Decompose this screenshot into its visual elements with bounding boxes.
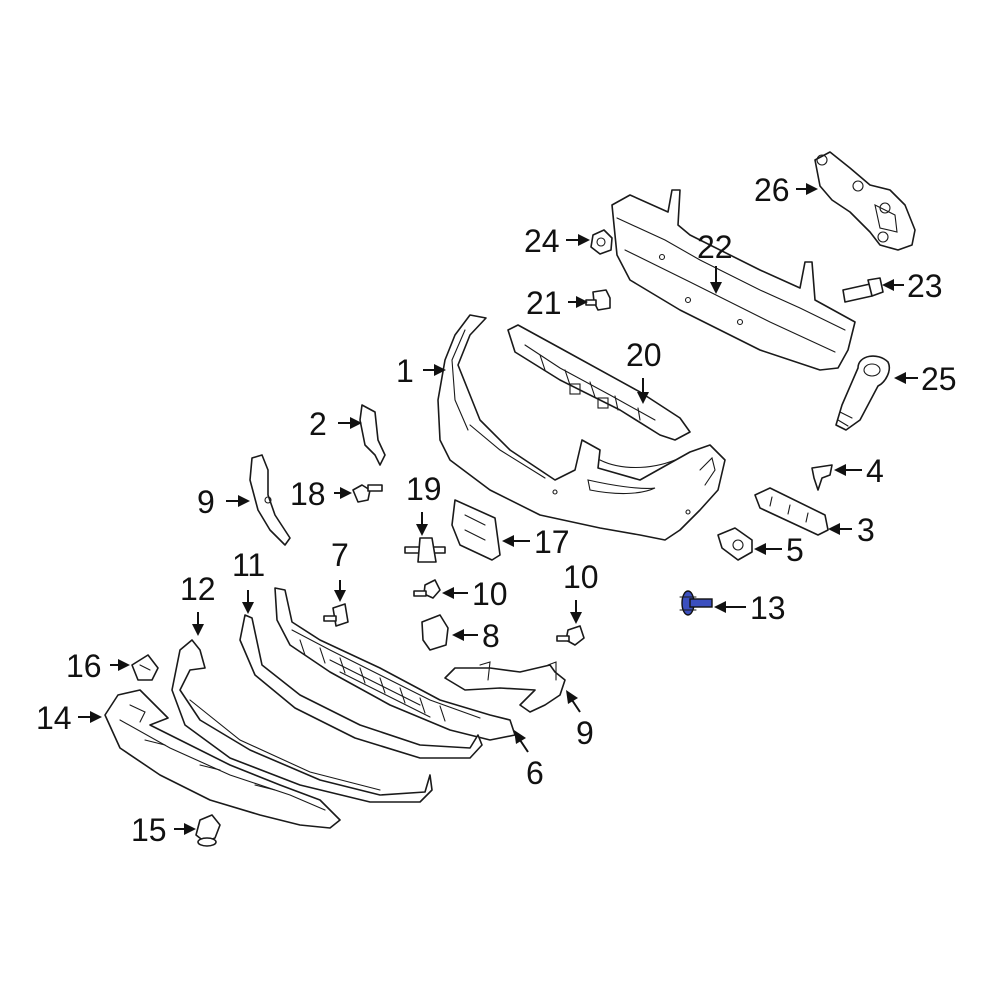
part-17-plate-bracket[interactable] — [451, 499, 501, 561]
part-6-lower-grille[interactable] — [274, 587, 516, 741]
part-1-bumper-cover[interactable] — [437, 314, 726, 541]
callout-18: 18 — [290, 476, 352, 512]
callout-label: 7 — [331, 537, 349, 573]
part-5-clip[interactable] — [717, 527, 753, 561]
callout-16: 16 — [66, 648, 130, 684]
part-2-bracket[interactable] — [359, 404, 386, 466]
callout-label: 16 — [66, 648, 102, 684]
callout-label: 14 — [36, 700, 72, 736]
part-21-bolt[interactable] — [585, 289, 611, 311]
part-24-nut[interactable] — [590, 229, 613, 255]
callout-13: 13 — [714, 590, 786, 626]
part-19-clip[interactable] — [404, 537, 446, 563]
callout-21: 21 — [526, 285, 588, 321]
callout-label: 10 — [563, 559, 599, 595]
callout-11: 11 — [232, 547, 265, 614]
part-15-push-pin[interactable] — [195, 814, 221, 847]
part-13-fastener[interactable] — [679, 590, 713, 616]
part-26-bracket[interactable] — [814, 151, 916, 251]
callout-label: 9 — [197, 484, 215, 520]
callout-23: 23 — [882, 268, 943, 304]
part-14-under-shield[interactable] — [104, 689, 341, 829]
callout-8: 8 — [452, 618, 500, 654]
callout-26: 26 — [754, 172, 818, 208]
callout-1: 1 — [396, 353, 446, 389]
callout-10-right: 10 — [563, 559, 599, 624]
callout-label: 18 — [290, 476, 326, 512]
callout-10-left: 10 — [442, 576, 508, 612]
part-12-lower-lip[interactable] — [171, 639, 433, 803]
callout-label: 25 — [921, 361, 957, 397]
callout-label: 4 — [866, 453, 884, 489]
part-16-clip[interactable] — [131, 654, 159, 681]
callout-5: 5 — [754, 532, 804, 568]
part-9-bracket-left[interactable] — [249, 454, 291, 546]
callout-label: 6 — [526, 755, 544, 791]
callout-label: 21 — [526, 285, 562, 321]
callout-19: 19 — [406, 471, 442, 536]
callout-14: 14 — [36, 700, 102, 736]
part-11-trim-strip[interactable] — [239, 614, 483, 759]
callout-label: 26 — [754, 172, 790, 208]
part-8-bracket[interactable] — [421, 614, 449, 651]
callout-2: 2 — [309, 406, 362, 442]
callout-label: 24 — [524, 223, 560, 259]
part-23-bolt[interactable] — [842, 277, 884, 303]
callout-17: 17 — [502, 524, 570, 560]
callout-label: 1 — [396, 353, 414, 389]
callout-label: 11 — [232, 547, 265, 583]
part-3-rail[interactable] — [754, 487, 829, 536]
callout-label: 2 — [309, 406, 327, 442]
part-10-clip-b[interactable] — [556, 625, 585, 646]
callout-9-right: 9 — [566, 690, 594, 751]
part-25-tow-hook[interactable] — [835, 355, 891, 431]
callout-label: 9 — [576, 715, 594, 751]
callout-label: 13 — [750, 590, 786, 626]
callout-label: 17 — [534, 524, 570, 560]
callout-20: 20 — [626, 337, 662, 404]
callout-label: 8 — [482, 618, 500, 654]
callout-label: 12 — [180, 571, 216, 607]
callout-15: 15 — [131, 812, 196, 848]
callout-label: 20 — [626, 337, 662, 373]
callout-label: 3 — [857, 512, 875, 548]
part-7-clip[interactable] — [323, 603, 349, 627]
callout-12: 12 — [180, 571, 216, 636]
callout-9-left: 9 — [197, 484, 250, 520]
callout-3: 3 — [828, 512, 875, 548]
callout-7: 7 — [331, 537, 349, 602]
callout-label: 5 — [786, 532, 804, 568]
callout-6: 6 — [514, 730, 544, 791]
callout-label: 15 — [131, 812, 167, 848]
callout-label: 23 — [907, 268, 943, 304]
part-4-screw[interactable] — [811, 464, 833, 491]
part-20-absorber[interactable] — [507, 324, 691, 441]
callout-25: 25 — [894, 361, 957, 397]
callout-label: 10 — [472, 576, 508, 612]
part-18-bolt[interactable] — [352, 484, 383, 503]
part-9-bracket-right[interactable] — [444, 661, 566, 713]
part-22-reinforcement[interactable] — [611, 189, 856, 371]
part-10-clip-a[interactable] — [413, 579, 441, 599]
callout-label: 22 — [697, 229, 733, 265]
callout-22: 22 — [697, 229, 733, 294]
callout-4: 4 — [834, 453, 884, 489]
callout-24: 24 — [524, 223, 590, 259]
callout-label: 19 — [406, 471, 442, 507]
